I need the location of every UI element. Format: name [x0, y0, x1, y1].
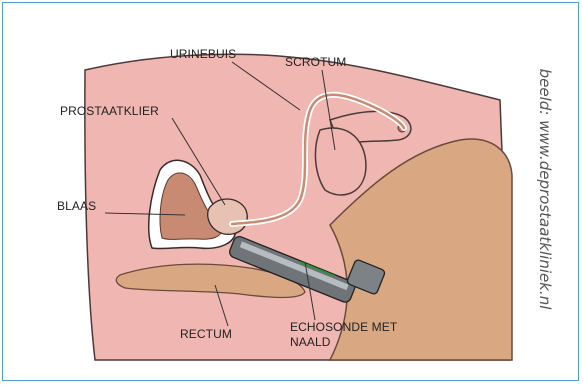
label-urinebuis: URINEBUIS [170, 47, 236, 61]
label-scrotum: SCROTUM [285, 55, 346, 69]
label-rectum: RECTUM [180, 327, 232, 341]
label-echosonde-1: ECHOSONDE MET [290, 320, 398, 334]
prostate [208, 199, 248, 234]
label-echosonde-2: NAALD [290, 335, 331, 349]
image-credit: beeld: www.deprostaatkliniek.nl [536, 69, 554, 310]
label-blaas: BLAAS [57, 199, 96, 213]
label-prostaatklier: PROSTAATKLIER [60, 104, 159, 118]
